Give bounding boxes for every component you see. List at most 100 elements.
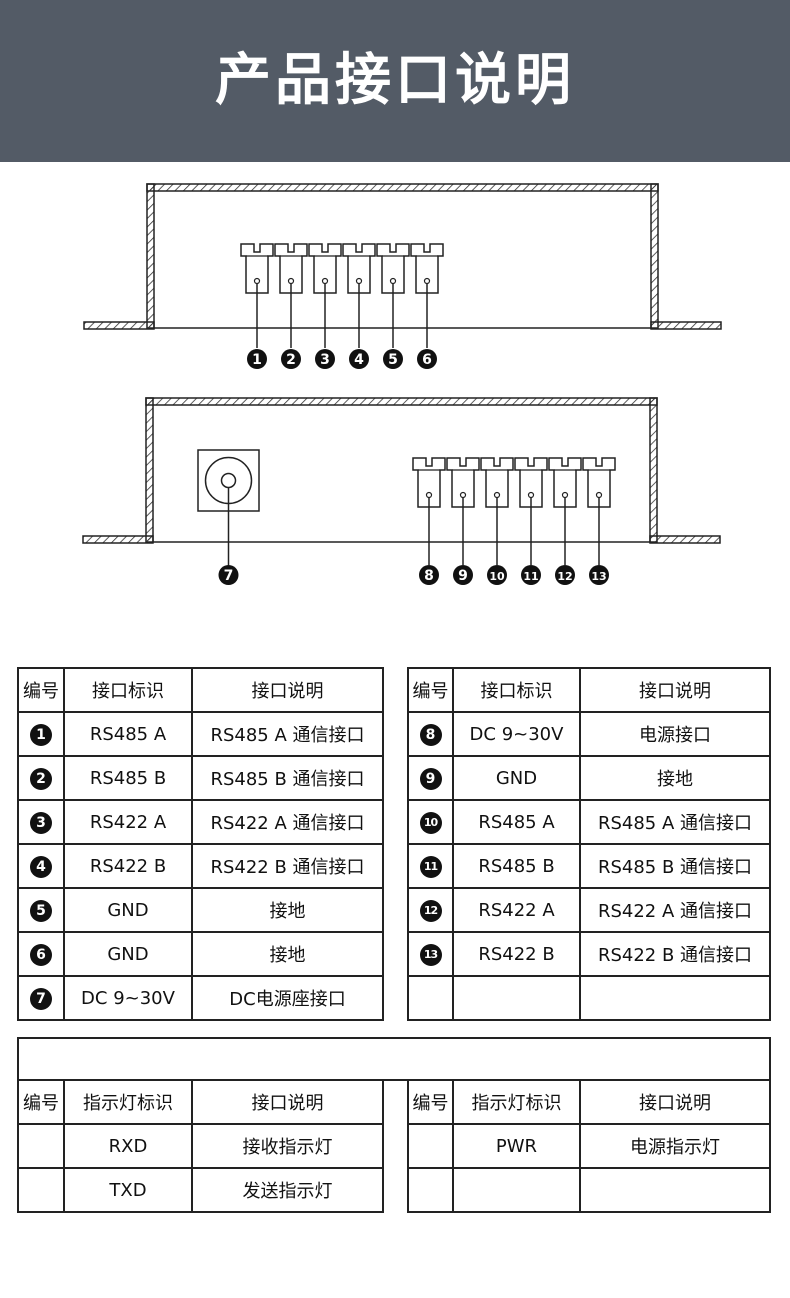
cell-identifier (452, 1167, 581, 1213)
terminal-connector (240, 243, 274, 348)
cell-description: RS422 B 通信接口 (191, 843, 384, 889)
cell-number: 8 (407, 711, 454, 757)
number-badge: 13 (419, 944, 442, 966)
cell-description: 发送指示灯 (191, 1167, 384, 1213)
cell-description: RS422 A 通信接口 (579, 887, 771, 933)
cell-number (17, 1167, 65, 1213)
header-port-id: 接口标识 (63, 667, 193, 713)
number-badge: 4 (30, 855, 52, 878)
port-number: 13 (591, 570, 606, 583)
cell-number: 6 (17, 931, 65, 977)
header-indicator-id: 指示灯标识 (63, 1079, 193, 1125)
port-number-marker: 1 (247, 349, 267, 369)
indicator-header-row: 编号 指示灯标识 接口说明 编号 指示灯标识 接口说明 (17, 1079, 772, 1125)
cell-number (407, 975, 454, 1021)
cell-identifier (452, 975, 581, 1021)
terminal-connector (514, 457, 548, 565)
cell-number: 9 (407, 755, 454, 801)
cell-identifier: DC 9~30V (452, 711, 581, 757)
port-number-marker: 4 (349, 349, 369, 369)
cell-identifier: TXD (63, 1167, 193, 1213)
cell-description (578, 1167, 772, 1213)
port-number-marker: 6 (417, 349, 437, 369)
port-number-marker: 3 (315, 349, 335, 369)
cell-number (407, 1123, 454, 1169)
cell-number: 4 (17, 843, 65, 889)
header-port-id: 接口标识 (452, 667, 581, 713)
port-number-marker: 13 (589, 565, 609, 585)
number-badge: 12 (419, 900, 442, 922)
page-title: 产品接口说明 (215, 48, 575, 113)
cell-identifier: GND (63, 931, 193, 977)
header-number: 编号 (407, 1079, 454, 1125)
number-badge: 5 (30, 899, 52, 922)
terminal-connector (376, 243, 410, 348)
ports-header-row: 编号 接口标识 接口说明 编号 接口标识 接口说明 (17, 667, 771, 713)
cell-description (579, 975, 771, 1021)
header-number: 编号 (17, 667, 65, 713)
number-badge: 1 (30, 723, 52, 746)
top-port-labels: 1 2 3 4 5 6 (247, 349, 437, 369)
port-number: 6 (422, 352, 432, 368)
cell-description: RS422 A 通信接口 (191, 799, 384, 845)
bottom-port-labels: 8 9 10 11 12 13 (419, 565, 609, 585)
cell-identifier: RS422 B (63, 843, 193, 889)
cell-description: 电源接口 (579, 711, 771, 757)
header-port-desc: 接口说明 (579, 667, 771, 713)
cell-number: 13 (407, 931, 454, 977)
terminal-connector (410, 243, 444, 348)
cell-number: 10 (407, 799, 454, 845)
number-badge: 6 (30, 943, 52, 966)
terminal-connector (548, 457, 582, 565)
dc-jack-label: 7 (218, 565, 239, 585)
top-panel (83, 183, 722, 330)
port-number: 2 (286, 352, 296, 368)
port-number-marker: 9 (453, 565, 473, 585)
header-indicator-desc: 接口说明 (578, 1079, 772, 1125)
cell-number: 2 (17, 755, 65, 801)
port-number: 12 (557, 570, 572, 583)
cell-identifier: RXD (63, 1123, 193, 1169)
cell-description: 电源指示灯 (578, 1123, 772, 1169)
port-number-marker: 12 (555, 565, 575, 585)
header-number: 编号 (407, 667, 454, 713)
header-number: 编号 (17, 1079, 65, 1125)
header-port-desc: 接口说明 (191, 667, 384, 713)
cell-number: 12 (407, 887, 454, 933)
port-number: 4 (354, 352, 364, 368)
port-number-marker: 5 (383, 349, 403, 369)
port-number: 3 (320, 352, 330, 368)
port-number: 5 (388, 352, 398, 368)
port-number: 11 (523, 570, 538, 583)
cell-identifier: RS422 B (452, 931, 581, 977)
cell-identifier: RS422 A (63, 799, 193, 845)
cell-description: RS422 B 通信接口 (579, 931, 771, 977)
cell-number (407, 1167, 454, 1213)
cell-identifier: GND (452, 755, 581, 801)
port-number-marker: 10 (487, 565, 507, 585)
cell-description: RS485 B 通信接口 (579, 843, 771, 889)
port-number-marker: 2 (281, 349, 301, 369)
port-number: 1 (252, 352, 262, 368)
cell-identifier: RS485 B (63, 755, 193, 801)
cell-identifier: RS485 B (452, 843, 581, 889)
cell-description: 接地 (579, 755, 771, 801)
cell-description: 接收指示灯 (191, 1123, 384, 1169)
cell-description: 接地 (191, 887, 384, 933)
cell-description: 接地 (191, 931, 384, 977)
port-number: 8 (424, 568, 434, 584)
terminal-connector (412, 457, 446, 565)
cell-description: RS485 A 通信接口 (579, 799, 771, 845)
dc-power-jack (197, 449, 260, 566)
cell-number: 3 (17, 799, 65, 845)
cell-number: 5 (17, 887, 65, 933)
terminal-connector (480, 457, 514, 565)
cell-description: RS485 A 通信接口 (191, 711, 384, 757)
